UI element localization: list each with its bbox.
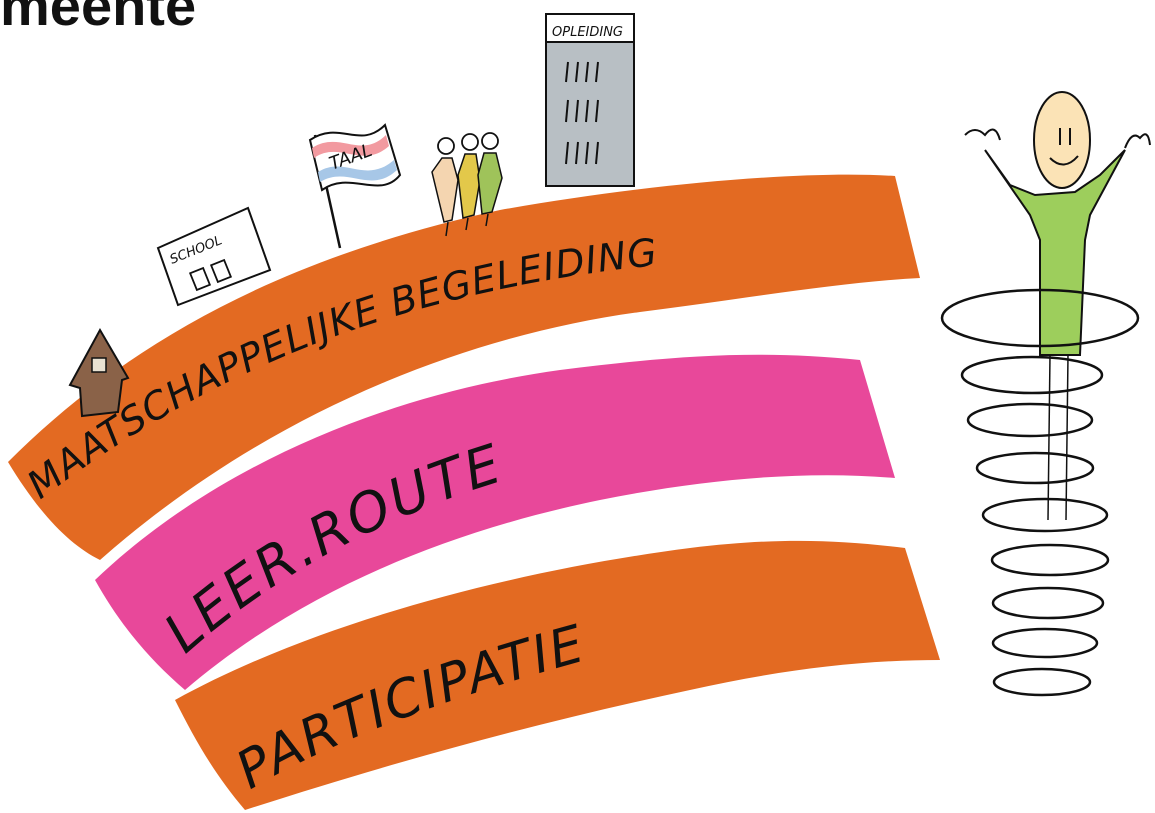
school-icon: SCHOOL (156, 206, 272, 307)
band-top (8, 174, 920, 560)
flag-icon: TAAL (308, 123, 402, 249)
band-bottom (175, 540, 940, 810)
spring-icon (940, 288, 1140, 697)
person-icon (964, 91, 1151, 521)
svg-text:OPLEIDING: OPLEIDING (552, 25, 623, 40)
people-icon (431, 132, 503, 237)
house-icon (68, 327, 130, 418)
building-icon: OPLEIDING (545, 13, 635, 187)
page-heading: meente (0, 0, 197, 37)
band-middle (95, 354, 895, 690)
